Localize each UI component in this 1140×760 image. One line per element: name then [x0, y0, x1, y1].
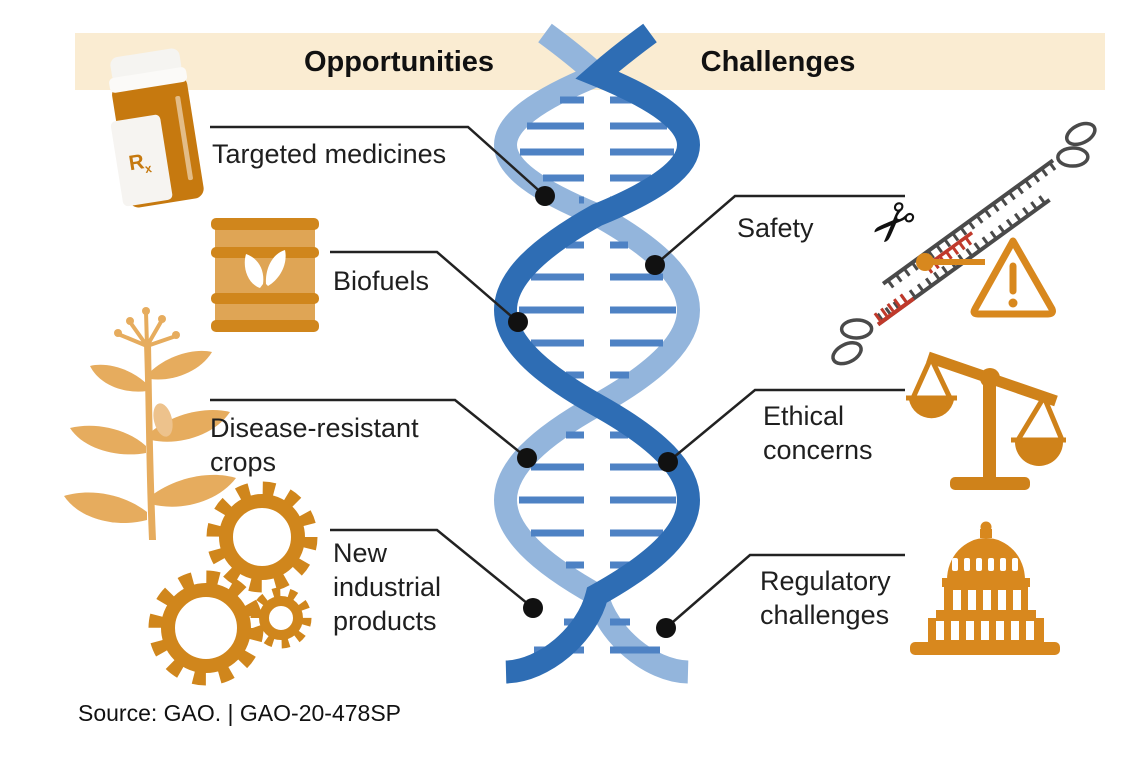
gene-editing-scissors-icon: ✂ [831, 121, 1097, 366]
leader-line-new-industrial-products [330, 528, 543, 618]
leader-line-targeted-medicines [210, 125, 555, 206]
challenges-heading: Challenges [701, 46, 856, 78]
leader-line-regulatory-challenges [656, 553, 905, 638]
gears-icon [148, 481, 318, 686]
label-new-industrial-products-line2: industrial [333, 572, 441, 602]
connector-dot [658, 452, 678, 472]
connector-dot [656, 618, 676, 638]
connector-dot [535, 186, 555, 206]
pill-bottle-icon: R x [109, 48, 204, 208]
source-attribution: Source: GAO. | GAO-20-478SP [78, 700, 401, 726]
crop-plant-icon [64, 307, 236, 540]
dna-strand-dark [494, 23, 700, 684]
label-disease-resistant-crops-line2: crops [210, 447, 276, 477]
balance-scales-icon [906, 351, 1066, 490]
opportunities-heading: Opportunities [304, 46, 494, 78]
connector-dot [517, 448, 537, 468]
leader-line-disease-resistant-crops [210, 398, 537, 468]
biofuel-barrel-icon [211, 218, 319, 332]
rx-label-sub: x [144, 161, 153, 176]
capitol-building-icon [910, 521, 1060, 655]
leaf-icon [265, 250, 286, 286]
label-ethical-concerns-line1: Ethical [763, 401, 844, 431]
label-regulatory-challenges-line1: Regulatory [760, 566, 891, 596]
connector-dot [645, 255, 665, 275]
label-new-industrial-products-line3: products [333, 606, 437, 636]
leader-line-safety [645, 194, 905, 275]
dna-helix-graphic [494, 23, 700, 684]
label-regulatory-challenges-line2: challenges [760, 600, 889, 630]
label-targeted-medicines: Targeted medicines [212, 139, 446, 169]
warning-triangle-icon [916, 237, 1056, 318]
leader-line-ethical-concerns [658, 388, 905, 472]
label-biofuels: Biofuels [333, 266, 429, 296]
label-ethical-concerns-line2: concerns [763, 435, 873, 465]
rx-label: R [127, 150, 146, 175]
label-safety: Safety [737, 213, 814, 243]
label-new-industrial-products-line1: New [333, 538, 388, 568]
leader-line-biofuels [330, 250, 528, 332]
leaf-icon [244, 254, 264, 288]
label-disease-resistant-crops-line1: Disease-resistant [210, 413, 419, 443]
connector-dot [508, 312, 528, 332]
connector-dot [523, 598, 543, 618]
